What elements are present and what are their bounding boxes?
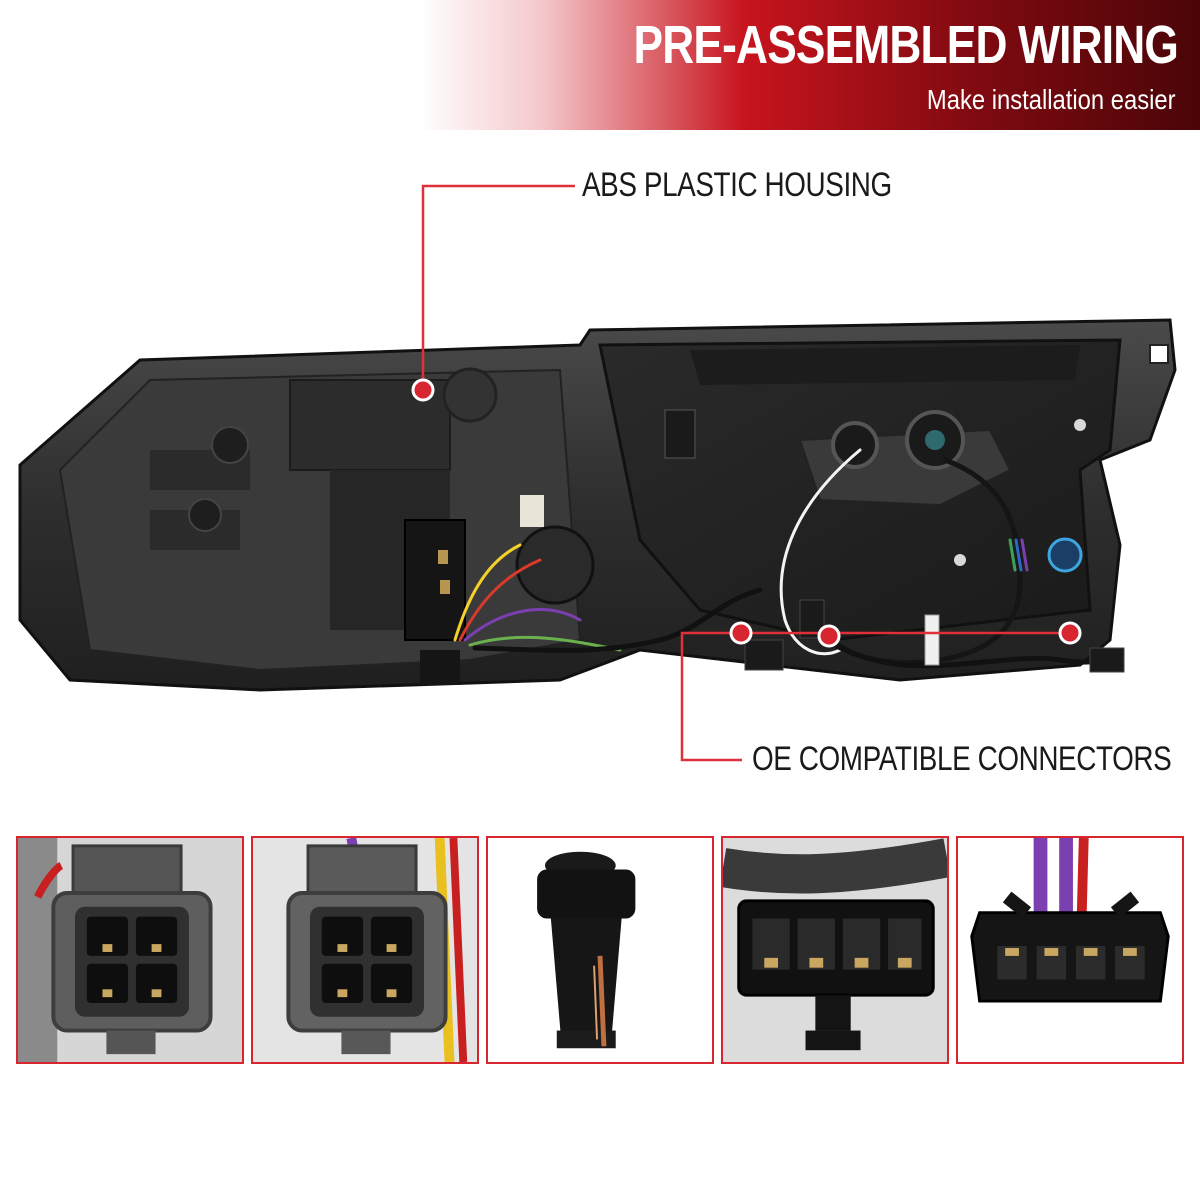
- wedge-bulb-socket-icon: [488, 838, 712, 1062]
- thumbnail-connector-2: [251, 836, 479, 1064]
- square-4pin-socket-gray-icon: [253, 838, 477, 1062]
- thumbnail-connector-5: [956, 836, 1184, 1064]
- flat-4pin-plug-icon: [723, 838, 947, 1062]
- callout-connectors-label: OE COMPATIBLE CONNECTORS: [752, 740, 1172, 778]
- page-title: PRE-ASSEMBLED WIRING: [633, 15, 1178, 75]
- callout-housing-label: ABS PLASTIC HOUSING: [582, 166, 892, 204]
- tail-light-back-image: [18, 184, 1177, 762]
- thumbnail-connector-1: [16, 836, 244, 1064]
- header-banner: PRE-ASSEMBLED WIRING Make installation e…: [0, 0, 1200, 130]
- square-4pin-socket-gray-icon: [18, 838, 242, 1062]
- flat-4pin-socket-icon: [958, 838, 1182, 1062]
- thumbnail-connector-4: [721, 836, 949, 1064]
- page-subtitle: Make installation easier: [927, 84, 1176, 115]
- thumbnail-connector-3: [486, 836, 714, 1064]
